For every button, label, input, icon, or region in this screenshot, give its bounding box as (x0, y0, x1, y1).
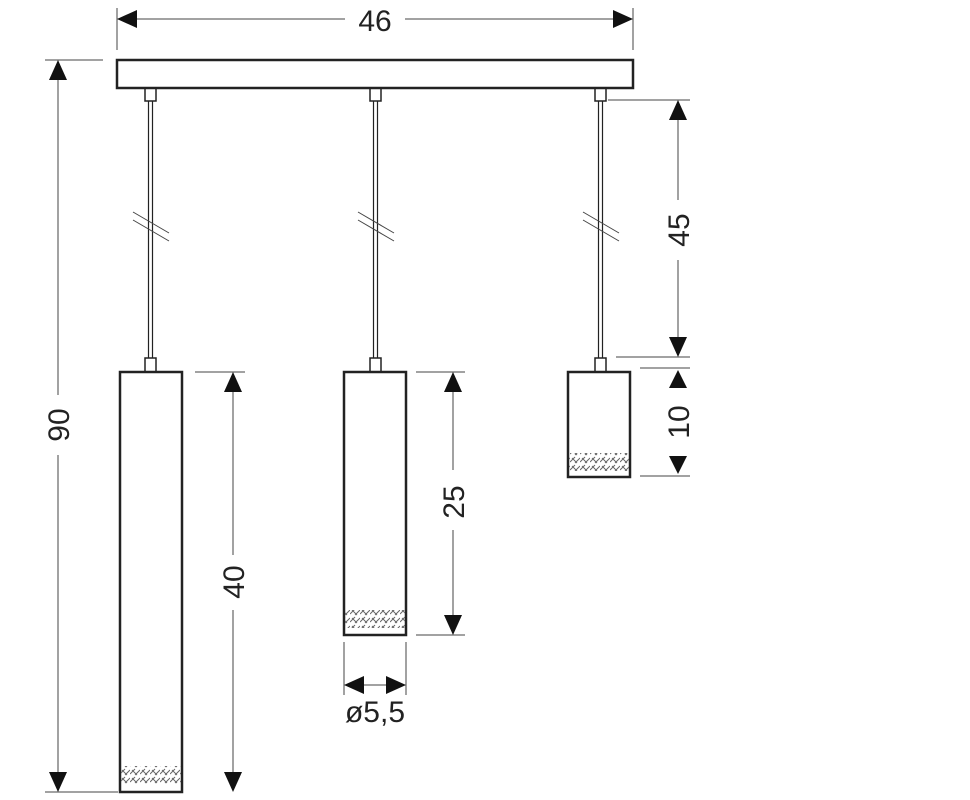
cable-break-mark (582, 211, 620, 242)
total-height-label: 90 (43, 408, 76, 441)
shade-short-height-label: 10 (663, 405, 696, 438)
total-height-dimension: 90 (43, 59, 118, 793)
shade-diameter-dimension: ø5,5 (343, 642, 407, 729)
shade-medium (342, 370, 408, 637)
canopy-width-label: 46 (358, 5, 391, 38)
cable-length-label: 45 (663, 213, 696, 246)
shade-long-height-label: 40 (218, 565, 251, 598)
ceiling-canopy (115, 58, 635, 90)
cable-break-mark (357, 211, 395, 242)
pendant-short (566, 87, 632, 479)
shade-medium-height-label: 25 (438, 485, 471, 518)
shade-short-height-dimension: 10 (640, 367, 696, 477)
shade-long-height-dimension: 40 (195, 371, 251, 792)
shade-diameter-label: ø5,5 (345, 696, 405, 729)
shade-short (566, 370, 632, 479)
shade-long (118, 370, 184, 794)
cable-break-mark (132, 211, 170, 242)
pendant-long (118, 87, 184, 794)
canopy-width-dimension: 46 (116, 5, 634, 50)
cable-length-dimension: 45 (608, 99, 696, 358)
pendant-medium (342, 87, 408, 637)
shade-medium-height-dimension: 25 (416, 371, 471, 636)
